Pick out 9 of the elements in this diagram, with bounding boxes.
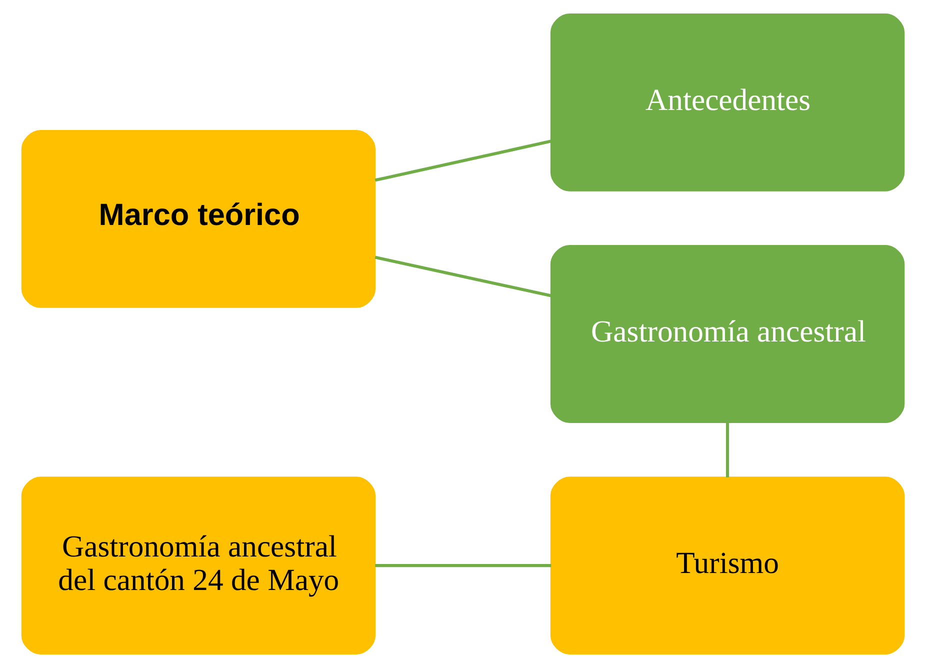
node-box: Turismo [550, 476, 905, 654]
node-box: Antecedentes [550, 14, 905, 192]
node-box: Gastronomía ancestral del cantón 24 de Mayo [21, 476, 376, 654]
connector [374, 140, 552, 182]
connector [375, 564, 552, 568]
connector [726, 422, 730, 478]
node-box: Gastronomía ancestral [550, 245, 905, 423]
connector [374, 256, 552, 298]
node-box: Marco teórico [21, 130, 376, 308]
